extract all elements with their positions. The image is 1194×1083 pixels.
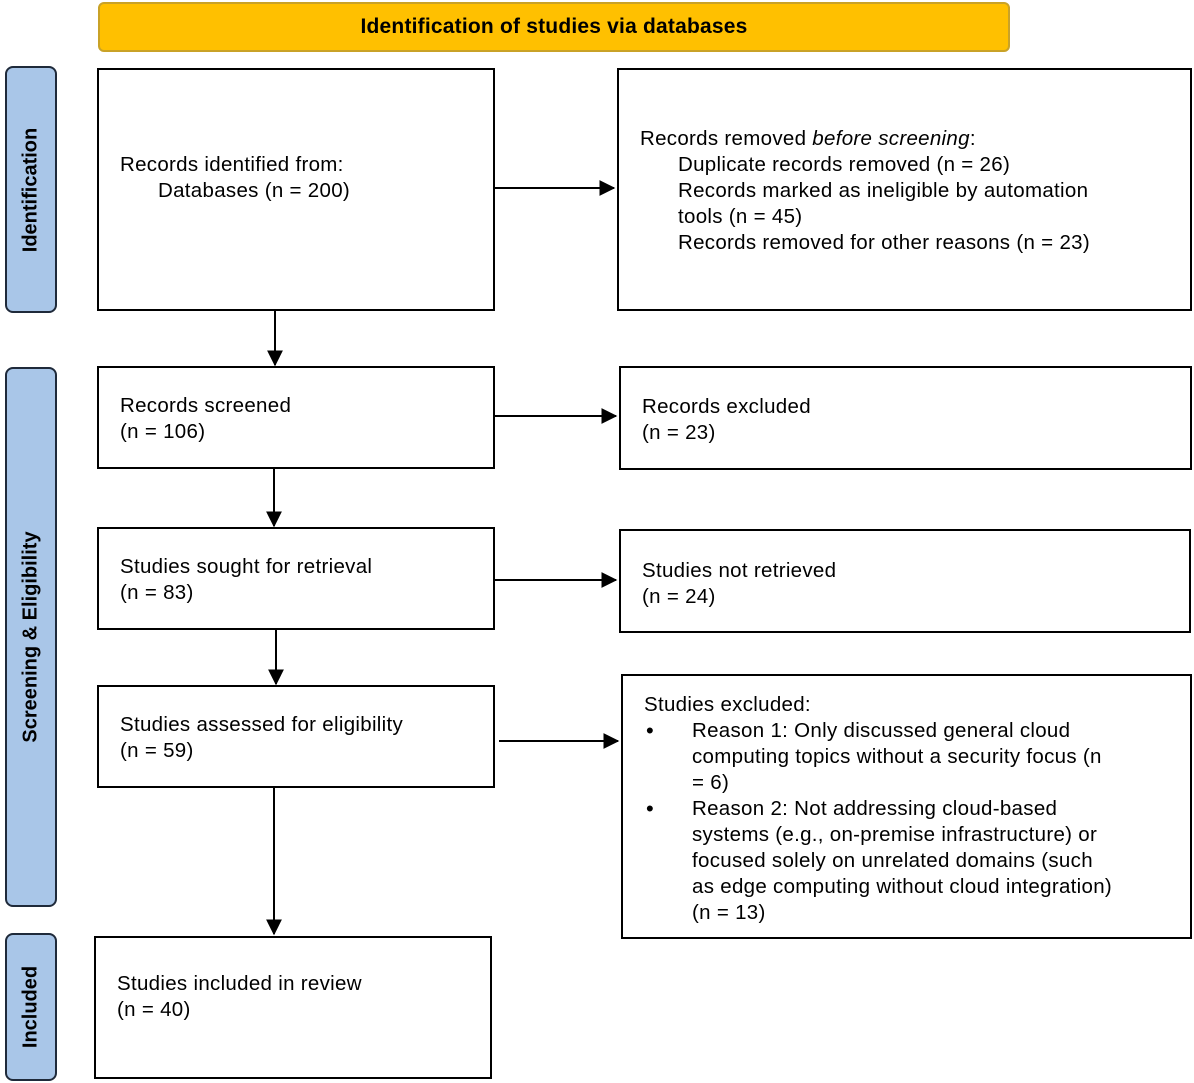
exclusion-reason-2: Reason 2: Not addressing cloud-based sys… bbox=[644, 796, 1190, 926]
records-removed-box: Records removed before screening: Duplic… bbox=[617, 68, 1192, 311]
reason-1-line-3: = 6) bbox=[692, 771, 730, 794]
studies-sought-box: Studies sought for retrieval (n = 83) bbox=[97, 527, 495, 630]
header-title: Identification of studies via databases bbox=[360, 15, 748, 38]
records-screened-box: Records screened (n = 106) bbox=[97, 366, 495, 469]
records-screened-label: Records screened bbox=[120, 394, 292, 417]
records-excluded-count: (n = 23) bbox=[642, 421, 716, 444]
records-removed-suffix: : bbox=[969, 127, 976, 150]
studies-included-count: (n = 40) bbox=[117, 998, 191, 1021]
records-removed-heading: Records removed before screening: bbox=[640, 126, 1190, 152]
records-ineligible-automation-cont: tools (n = 45) bbox=[678, 205, 803, 228]
reason-1-line-2: computing topics without a security focu… bbox=[692, 745, 1102, 768]
exclusion-reasons-list: Reason 1: Only discussed general cloud c… bbox=[644, 718, 1190, 926]
records-excluded-box: Records excluded (n = 23) bbox=[619, 366, 1192, 470]
reason-2-line-5: (n = 13) bbox=[692, 901, 766, 924]
studies-assessed-label: Studies assessed for eligibility bbox=[120, 713, 404, 736]
studies-not-retrieved-label: Studies not retrieved bbox=[642, 559, 837, 582]
databases-count: Databases (n = 200) bbox=[158, 179, 351, 202]
records-removed-other: Records removed for other reasons (n = 2… bbox=[678, 231, 1090, 254]
records-identified-label: Records identified from: bbox=[120, 153, 344, 176]
records-identified-box: Records identified from: Databases (n = … bbox=[97, 68, 495, 311]
studies-not-retrieved-count: (n = 24) bbox=[642, 585, 716, 608]
records-screened-count: (n = 106) bbox=[120, 420, 206, 443]
records-excluded-label: Records excluded bbox=[642, 395, 811, 418]
studies-not-retrieved-box: Studies not retrieved (n = 24) bbox=[619, 529, 1191, 633]
studies-excluded-box: Studies excluded: Reason 1: Only discuss… bbox=[621, 674, 1192, 939]
records-ineligible-automation: Records marked as ineligible by automati… bbox=[678, 179, 1089, 202]
phase-screening-eligibility: Screening & Eligibility bbox=[5, 367, 57, 907]
studies-included-label: Studies included in review bbox=[117, 972, 362, 995]
reason-2-line-4: as edge computing without cloud integrat… bbox=[692, 875, 1113, 898]
duplicate-records-removed: Duplicate records removed (n = 26) bbox=[678, 153, 1011, 176]
reason-2-line-1: Reason 2: Not addressing cloud-based bbox=[692, 797, 1058, 820]
exclusion-reason-1: Reason 1: Only discussed general cloud c… bbox=[644, 718, 1190, 796]
reason-1-line-1: Reason 1: Only discussed general cloud bbox=[692, 719, 1071, 742]
phase-included: Included bbox=[5, 933, 57, 1081]
studies-sought-label: Studies sought for retrieval bbox=[120, 555, 373, 578]
studies-sought-count: (n = 83) bbox=[120, 581, 194, 604]
studies-assessed-count: (n = 59) bbox=[120, 739, 194, 762]
studies-included-box: Studies included in review (n = 40) bbox=[94, 936, 492, 1079]
phase-identification: Identification bbox=[5, 66, 57, 313]
studies-excluded-title: Studies excluded: bbox=[644, 693, 811, 716]
records-removed-emphasis: before screening bbox=[812, 127, 970, 150]
reason-2-line-3: focused solely on unrelated domains (suc… bbox=[692, 849, 1093, 872]
reason-2-line-2: systems (e.g., on-premise infrastructure… bbox=[692, 823, 1098, 846]
header-bar: Identification of studies via databases bbox=[98, 2, 1010, 52]
records-removed-prefix: Records removed bbox=[640, 127, 813, 150]
studies-assessed-box: Studies assessed for eligibility (n = 59… bbox=[97, 685, 495, 788]
